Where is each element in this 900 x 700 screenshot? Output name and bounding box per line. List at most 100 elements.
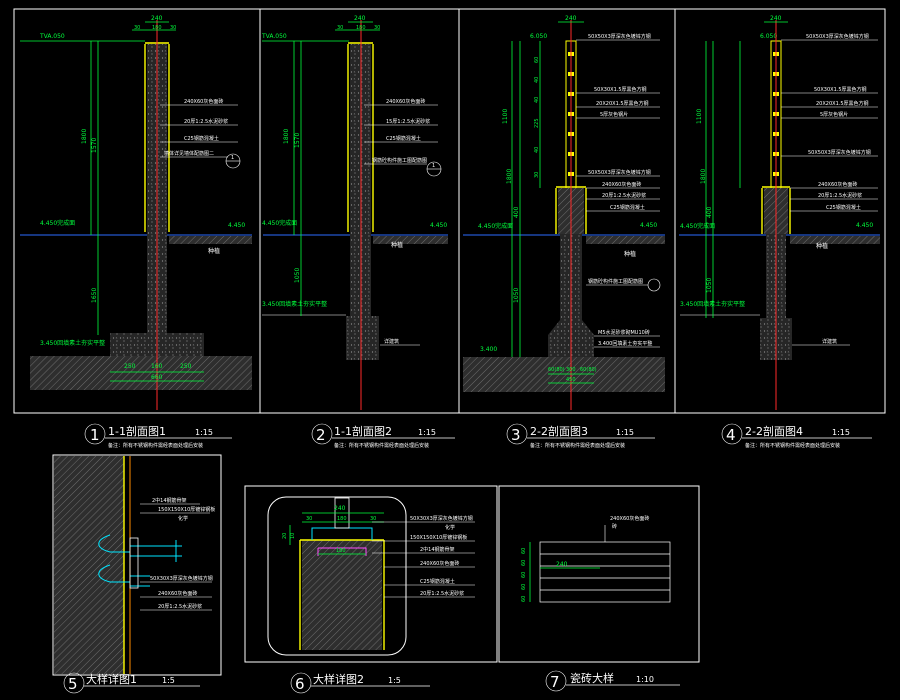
svg-text:6.050: 6.050 [530, 33, 547, 40]
svg-text:240X60灰色面砖: 240X60灰色面砖 [184, 98, 223, 105]
svg-text:2中14钢筋骨架: 2中14钢筋骨架 [420, 546, 455, 553]
svg-text:180: 180 [356, 25, 366, 31]
svg-text:1100: 1100 [696, 109, 703, 124]
svg-text:TVA.050: TVA.050 [261, 33, 287, 40]
top-sheet-frame [13, 8, 886, 414]
svg-text:1050: 1050 [513, 288, 520, 303]
svg-text:20X20X1.5厚黑色方钢: 20X20X1.5厚黑色方钢 [596, 100, 649, 107]
svg-text:4.450: 4.450 [430, 222, 447, 229]
svg-text:大样详图2: 大样详图2 [313, 672, 364, 686]
svg-text:20厚1:2.5水泥砂浆: 20厚1:2.5水泥砂浆 [420, 590, 464, 597]
svg-text:60(80): 60(80) [548, 367, 565, 373]
svg-text:60: 60 [534, 57, 540, 63]
svg-text:5厚灰色钢片: 5厚灰色钢片 [820, 111, 848, 118]
svg-text:20厚1:2.5水泥砂浆: 20厚1:2.5水泥砂浆 [818, 192, 862, 199]
svg-text:备注：所有不锈钢构件需经表面处理后安装: 备注：所有不锈钢构件需经表面处理后安装 [334, 442, 429, 449]
svg-text:1-1剖面图2: 1-1剖面图2 [334, 424, 392, 438]
svg-text:备注：所有不锈钢构件需经表面处理后安装: 备注：所有不锈钢构件需经表面处理后安装 [108, 442, 203, 449]
svg-text:C25钢筋混凝土: C25钢筋混凝土 [184, 135, 219, 142]
svg-text:2: 2 [316, 426, 326, 444]
svg-text:5厚灰色钢片: 5厚灰色钢片 [600, 111, 628, 118]
svg-text:备注：所有不锈钢构件需经表面处理后安装: 备注：所有不锈钢构件需经表面处理后安装 [530, 442, 625, 449]
svg-text:C25钢筋混凝土: C25钢筋混凝土 [826, 204, 861, 211]
svg-text:2-2剖面图3: 2-2剖面图3 [530, 424, 588, 438]
svg-text:3.450回填素土夯实平整: 3.450回填素土夯实平整 [680, 300, 745, 308]
svg-text:化学: 化学 [445, 524, 455, 531]
svg-text:墙体详见墙体配筋图二: 墙体详见墙体配筋图二 [164, 150, 214, 157]
svg-text:180: 180 [152, 25, 162, 31]
svg-text:20: 20 [282, 533, 288, 539]
svg-text:180: 180 [337, 516, 347, 522]
s1-grade: 4.450完成面 [40, 219, 75, 227]
svg-text:240: 240 [565, 15, 577, 22]
svg-text:3: 3 [511, 426, 521, 444]
svg-text:C25钢筋混凝土: C25钢筋混凝土 [420, 578, 455, 585]
svg-text:240X60灰色面砖: 240X60灰色面砖 [818, 181, 857, 188]
svg-text:60: 60 [521, 584, 527, 590]
svg-text:240: 240 [556, 561, 568, 568]
section-4: 6.050 4.450完成面 4.450 3.450回填素土夯实平整 种植 24… [679, 15, 880, 410]
svg-text:150X150X10厚镀锌钢板: 150X150X10厚镀锌钢板 [158, 506, 215, 513]
svg-text:C25钢筋混凝土: C25钢筋混凝土 [610, 204, 645, 211]
svg-text:1:15: 1:15 [418, 428, 436, 437]
svg-text:50X50X3厚深灰色镀锌方钢: 50X50X3厚深灰色镀锌方钢 [806, 33, 869, 40]
svg-text:20厚1:2.5水泥砂浆: 20厚1:2.5水泥砂浆 [184, 118, 228, 125]
svg-text:240: 240 [334, 505, 346, 512]
svg-text:6.050: 6.050 [760, 33, 777, 40]
svg-text:240X60灰色面砖: 240X60灰色面砖 [610, 515, 649, 522]
title-5: 5 大样详图1 1:5 [63, 672, 200, 694]
svg-text:1: 1 [231, 155, 234, 161]
detail-5: 2中14钢筋骨架 150X150X10厚镀锌钢板 化学 50X30X3厚深灰色镀… [52, 454, 222, 676]
svg-text:20X20X1.5厚黑色方钢: 20X20X1.5厚黑色方钢 [816, 100, 869, 107]
svg-text:10: 10 [290, 533, 296, 539]
svg-text:4.450完成面: 4.450完成面 [478, 222, 513, 230]
svg-text:1570: 1570 [91, 138, 98, 153]
s3-notes: 50X50X3厚深灰色镀锌方钢 50X30X1.5厚黑色方钢 20X20X1.5… [576, 33, 661, 348]
svg-text:30: 30 [306, 516, 312, 522]
svg-text:240X60灰色面砖: 240X60灰色面砖 [386, 98, 425, 105]
svg-text:50X30X1.5厚黑色方钢: 50X30X1.5厚黑色方钢 [814, 86, 867, 93]
title-7: 7 瓷砖大样 1:10 [545, 670, 680, 692]
svg-text:6: 6 [295, 675, 305, 693]
svg-text:60: 60 [521, 548, 527, 554]
svg-text:40: 40 [534, 147, 540, 153]
svg-text:60: 60 [521, 560, 527, 566]
svg-text:160: 160 [151, 363, 163, 370]
svg-text:1570: 1570 [294, 133, 301, 148]
svg-text:1: 1 [432, 163, 435, 169]
svg-text:1800: 1800 [700, 169, 707, 184]
svg-text:4.450: 4.450 [856, 222, 873, 229]
svg-text:1: 1 [90, 426, 100, 444]
svg-text:4.450完成面: 4.450完成面 [262, 219, 297, 227]
s1-base-soil [30, 356, 252, 390]
svg-text:2中14钢筋骨架: 2中14钢筋骨架 [152, 497, 187, 504]
title-2: 2 1-1剖面图2 1:15 备注：所有不锈钢构件需经表面处理后安装 [311, 423, 455, 449]
svg-text:240: 240 [354, 15, 366, 22]
section-3: 6.050 4.450完成面 4.450 3.400 种植 240 1100 1… [463, 15, 665, 410]
svg-text:5: 5 [68, 675, 78, 693]
svg-text:30: 30 [370, 516, 376, 522]
svg-text:种植: 种植 [624, 250, 636, 258]
detail-7: 240 60 60 60 60 60 240X60灰色面砖 砖 [498, 485, 700, 663]
title-4: 4 2-2剖面图4 1:15 备注：所有不锈钢构件需经表面处理后安装 [721, 423, 872, 449]
svg-text:钢筋砼构件施工图配筋图: 钢筋砼构件施工图配筋图 [372, 157, 427, 164]
svg-text:2-2剖面图4: 2-2剖面图4 [745, 424, 803, 438]
svg-text:1050: 1050 [706, 278, 713, 293]
svg-text:种植: 种植 [816, 242, 828, 250]
svg-text:1:15: 1:15 [832, 428, 850, 437]
svg-text:1650: 1650 [91, 288, 98, 303]
svg-text:250: 250 [180, 363, 192, 370]
svg-text:1:15: 1:15 [195, 428, 213, 437]
svg-text:1800: 1800 [81, 129, 88, 144]
svg-text:详建筑: 详建筑 [384, 338, 399, 345]
svg-text:450: 450 [566, 377, 576, 383]
s1-bottom: 3.450回填素土夯实平整 [40, 339, 105, 347]
tile-grid [539, 541, 671, 603]
svg-text:15厚1:2.5水泥砂浆: 15厚1:2.5水泥砂浆 [386, 118, 430, 125]
svg-text:30: 30 [534, 172, 540, 178]
svg-text:种植: 种植 [391, 241, 403, 249]
title-1: 1 1-1剖面图1 1:15 备注：所有不锈钢构件需经表面处理后安装 [84, 423, 232, 449]
s1-top-dim: 240 [151, 15, 163, 22]
svg-text:60(80): 60(80) [580, 367, 597, 373]
svg-text:30: 30 [170, 25, 176, 31]
